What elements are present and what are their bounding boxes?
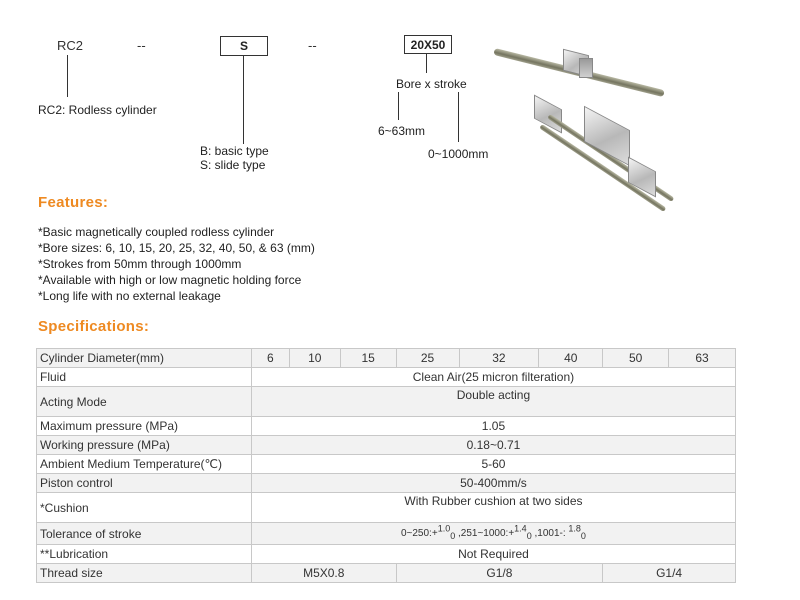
table-row-header: Cylinder Diameter(mm) 6 10 15 25 32 40 5… [36,348,736,368]
table-row-fluid: Fluid Clean Air(25 micron filteration) [36,367,737,387]
row-value: Clean Air(25 micron filteration) [250,367,737,387]
diameter-cell: 25 [395,348,460,368]
size-label: Bore x stroke [396,77,467,91]
feature-item: *Basic magnetically coupled rodless cyli… [38,225,275,239]
feature-item: *Long life with no external leakage [38,289,221,303]
tolerance-lower-3: 0 [580,531,586,541]
stroke-range: 0~1000mm [428,147,489,161]
row-label: Fluid [36,367,252,387]
thread-value: G1/8 [395,563,604,583]
row-label: Ambient Medium Temperature(℃) [36,454,252,474]
row-value: Not Required [250,544,737,564]
row-label: Piston control [36,473,252,493]
tolerance-upper-1: 1.0 [437,523,451,534]
feature-item: *Strokes from 50mm through 1000mm [38,257,242,271]
row-value: With Rubber cushion at two sides [250,492,737,523]
tolerance-lower-2: 0 [526,531,532,541]
diameter-cell: 50 [602,348,670,368]
diameter-cell: 40 [538,348,604,368]
row-label: Maximum pressure (MPa) [36,416,252,436]
diameter-cell: 10 [288,348,341,368]
size-leader-line [426,53,427,73]
tolerance-value: 0~250:+1.00 ,251~1000:+1.40 ,1001-: 1.80 [250,522,737,545]
table-row-cushion: *Cushion With Rubber cushion at two side… [36,492,737,523]
tolerance-range-3: ,1001-: [531,528,569,539]
stroke-leader-line [458,92,459,142]
size-code-box: 20X50 [404,35,452,54]
code-leader-line [67,55,68,97]
type-description-slide: S: slide type [200,158,266,172]
features-title: Features: [38,194,109,211]
model-code: RC2 [57,38,84,53]
row-label: **Lubrication [36,544,252,564]
row-label: Thread size [36,563,252,583]
features-list: *Basic magnetically coupled rodless cyli… [38,224,315,304]
row-label: Acting Mode [36,386,252,417]
separator-dash-2: -- [308,38,317,53]
row-label: Cylinder Diameter(mm) [36,348,252,368]
diameter-cell: 6 [250,348,290,368]
row-label: *Cushion [36,492,252,523]
type-description-basic: B: basic type [200,144,269,158]
diameter-cell: 15 [339,348,397,368]
tolerance-upper-2: 1.4 [514,523,527,534]
row-value: 0.18~0.71 [250,435,737,455]
product-image-slide-cylinder [528,88,678,213]
model-code-description: RC2: Rodless cylinder [38,103,157,117]
bore-leader-line [398,92,399,120]
diameter-cell: 63 [668,348,736,368]
table-row-tolerance: Tolerance of stroke 0~250:+1.00 ,251~100… [36,522,737,545]
tolerance-lower-1: 0 [450,531,456,541]
row-value: 5-60 [250,454,737,474]
separator-dash-1: -- [137,38,146,53]
table-row-working-pressure: Working pressure (MPa) 0.18~0.71 [36,435,737,455]
thread-value: M5X0.8 [250,563,397,583]
specifications-title: Specifications: [38,318,150,335]
feature-item: *Available with high or low magnetic hol… [38,273,302,287]
product-image-basic-cylinder [493,30,675,110]
table-row-piston-control: Piston control 50-400mm/s [36,473,737,493]
table-row-acting-mode: Acting Mode Double acting [36,386,737,417]
row-value: 50-400mm/s [250,473,737,493]
table-row-max-pressure: Maximum pressure (MPa) 1.05 [36,416,737,436]
tolerance-range-2: ,251~1000:+ [455,528,515,539]
thread-value: G1/4 [602,563,736,583]
tolerance-range-1: 0~250:+ [400,528,438,539]
tolerance-upper-3: 1.8 [568,523,581,534]
type-leader-line [243,56,244,144]
row-value: 1.05 [250,416,737,436]
diameter-cell: 32 [458,348,540,368]
table-row-thread-size: Thread size M5X0.8 G1/8 G1/4 [36,563,736,583]
feature-item: *Bore sizes: 6, 10, 15, 20, 25, 32, 40, … [38,241,315,255]
row-value: Double acting [250,386,737,417]
type-code-box: S [220,36,268,56]
bore-range: 6~63mm [378,124,426,138]
specifications-table: Cylinder Diameter(mm) 6 10 15 25 32 40 5… [36,348,737,583]
table-row-temperature: Ambient Medium Temperature(℃) 5-60 [36,454,737,474]
row-label: Tolerance of stroke [36,522,252,545]
table-row-lubrication: **Lubrication Not Required [36,544,737,564]
row-label: Working pressure (MPa) [36,435,252,455]
